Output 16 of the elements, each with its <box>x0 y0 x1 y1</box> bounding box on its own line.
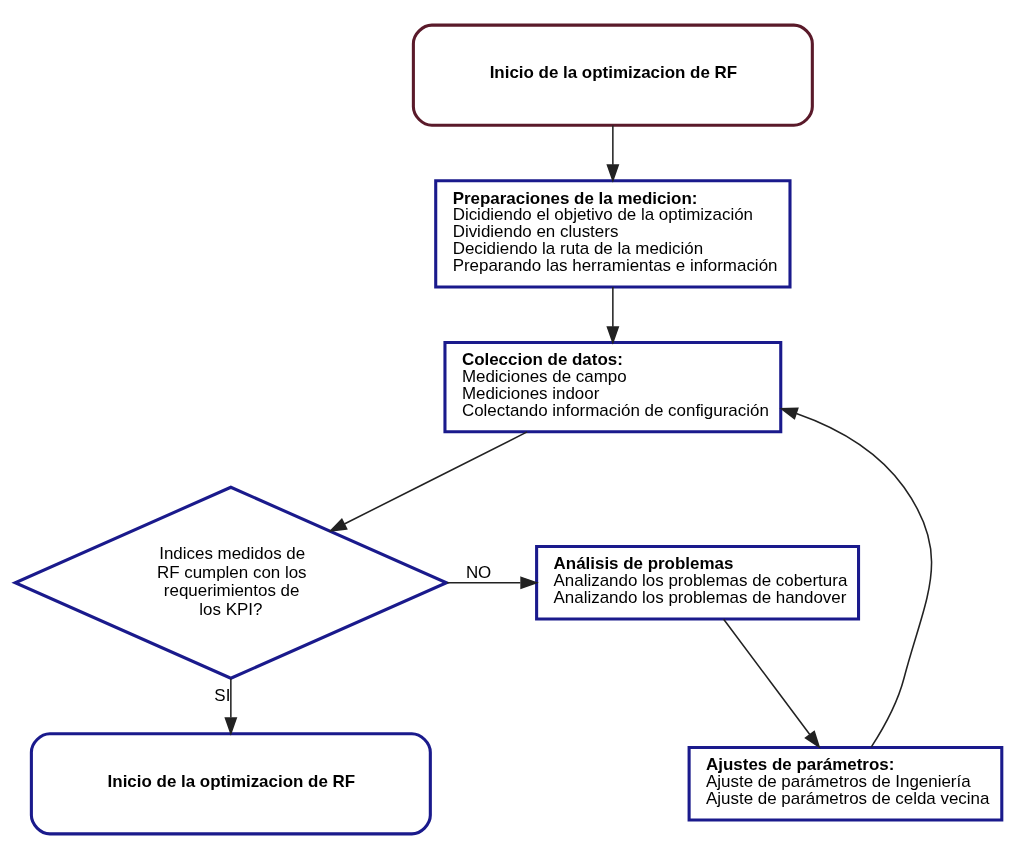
arrow <box>605 286 619 345</box>
node-box: Preparaciones de la medicion: Dicidiendo el objetivo de la optimización Dividiendo en clusters Decidiendo la ruta de la medición Preparando las herramientas e información <box>433 179 792 289</box>
arrow <box>778 407 932 748</box>
arrow <box>605 124 619 183</box>
arrow <box>327 431 528 533</box>
edge-label: SI <box>213 686 230 706</box>
node-box: Análisis de problemas Analizando los problemas de cobertura Analizando los problemas de handover <box>534 545 860 621</box>
node-box: Ajustes de parámetros: Ajuste de parámetros de Ingeniería Ajuste de parámetros de celda vecina <box>687 746 1003 822</box>
node-box: Coleccion de datos: Mediciones de campo Mediciones indoor Colectando información de configuración <box>442 340 782 434</box>
node-diamond: Indices medidos de RF cumplen con los requerimientos de los KPI? <box>10 485 450 680</box>
node-box: Inicio de la optimizacion de RF <box>411 23 814 127</box>
node-box: Inicio de la optimizacion de RF <box>29 732 432 836</box>
edge-label: NO <box>465 562 491 582</box>
arrow <box>722 618 820 749</box>
arrow <box>445 576 539 590</box>
arrow <box>223 677 237 736</box>
